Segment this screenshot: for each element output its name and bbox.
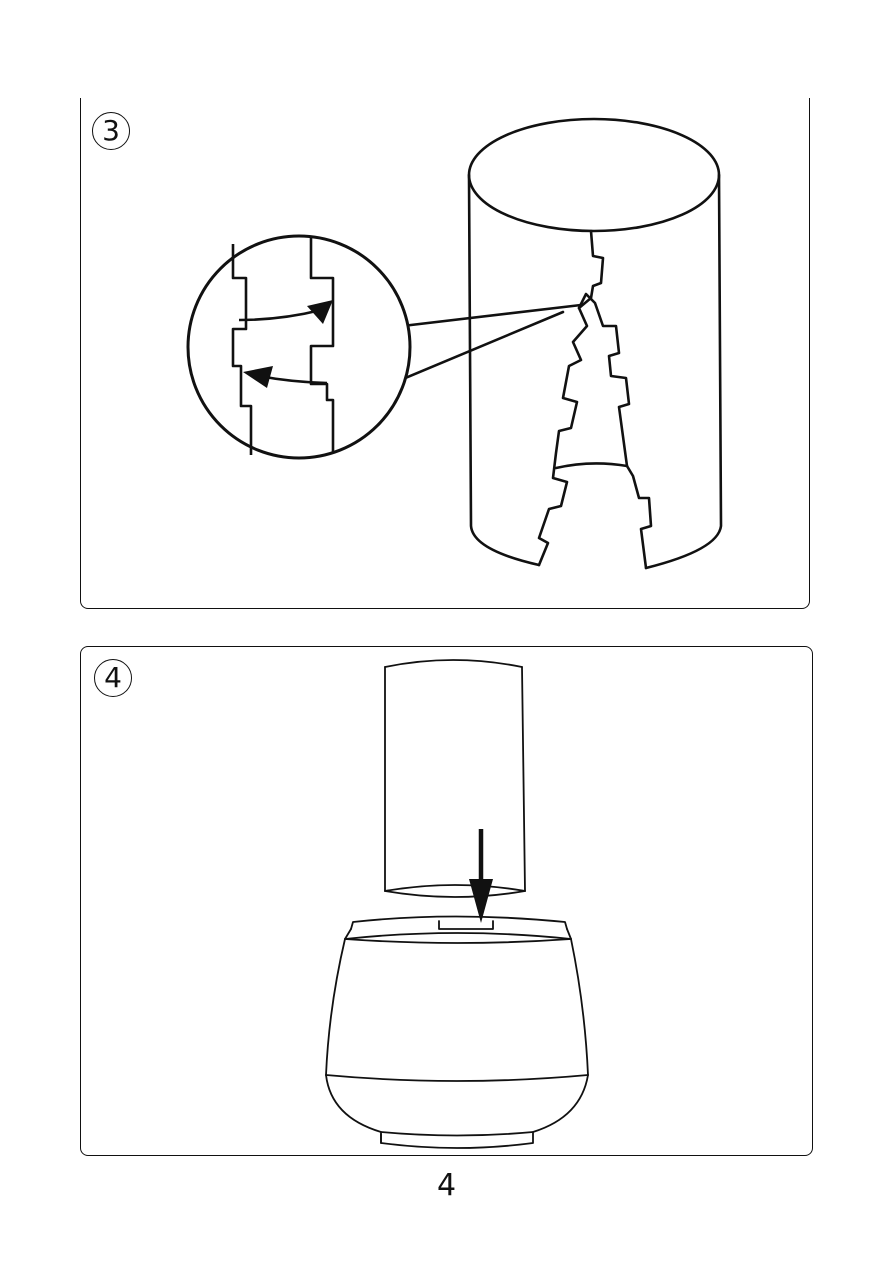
page-number: 4: [0, 1168, 893, 1203]
cylinder-top-rim: [469, 119, 719, 231]
base-top-tab: [439, 921, 493, 929]
base-top-plate: [351, 917, 567, 930]
seam-right-edge: [579, 294, 651, 568]
base-band-line: [326, 1075, 588, 1081]
magnified-seam-detail-icon: [188, 236, 410, 458]
base-foot-rim: [381, 1132, 533, 1136]
shade-onto-base-icon: [81, 647, 814, 1157]
step-3-panel: 3: [80, 98, 810, 609]
base-top-rim-back: [345, 933, 571, 939]
shade-bottom-rim-front: [385, 891, 525, 897]
cylinder-jigsaw-seam-icon: [81, 98, 811, 609]
cylinder-inner-line: [556, 463, 627, 468]
seam-left-edge: [539, 231, 603, 565]
base-left-side: [326, 939, 345, 1075]
base-top-rim-front: [345, 939, 571, 943]
step-4-panel: 4: [80, 646, 813, 1156]
base-right-side: [571, 939, 588, 1075]
cylinder-right-side: [646, 175, 721, 568]
base-lower-bowl: [326, 1075, 588, 1148]
shade-top-rim: [385, 660, 522, 667]
shade-bottom-rim-back: [385, 885, 525, 891]
shade-right-side: [522, 667, 525, 891]
callout-line-bottom: [391, 312, 563, 384]
cylinder-left-side: [469, 175, 539, 565]
